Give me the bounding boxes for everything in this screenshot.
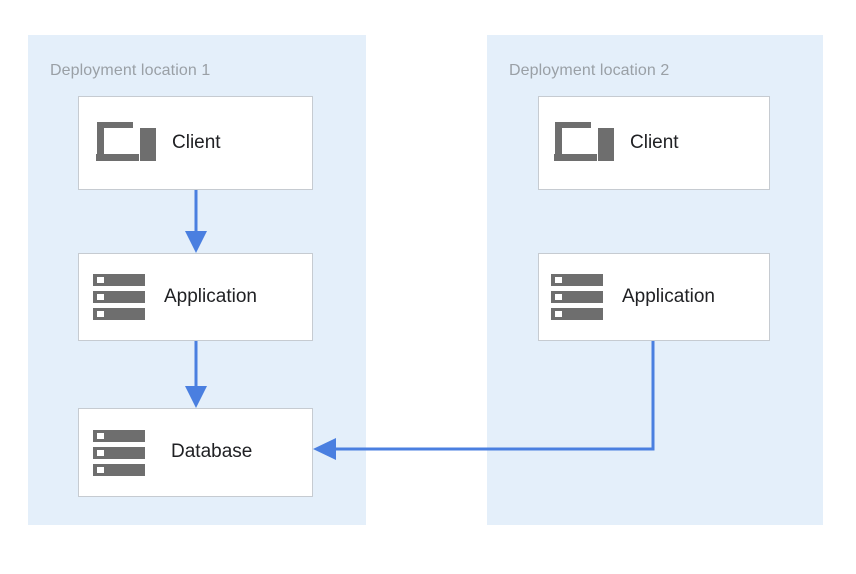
node-client-2[interactable]: [538, 96, 770, 190]
server-stack-icon: [93, 430, 145, 476]
client-devices-icon: [96, 122, 156, 161]
deployment-zone-1-label: Deployment location 1: [50, 62, 211, 79]
node-application-1-label: Application: [164, 286, 257, 307]
server-stack-icon: [551, 274, 603, 320]
node-client-1-label: Client: [172, 132, 221, 153]
node-application-2-label: Application: [622, 286, 715, 307]
node-database-1-label: Database: [171, 441, 253, 462]
server-stack-icon: [93, 274, 145, 320]
node-client-1[interactable]: [78, 96, 313, 190]
client-devices-icon: [554, 122, 614, 161]
deployment-zone-2-label: Deployment location 2: [509, 62, 670, 79]
node-client-2-label: Client: [630, 132, 679, 153]
